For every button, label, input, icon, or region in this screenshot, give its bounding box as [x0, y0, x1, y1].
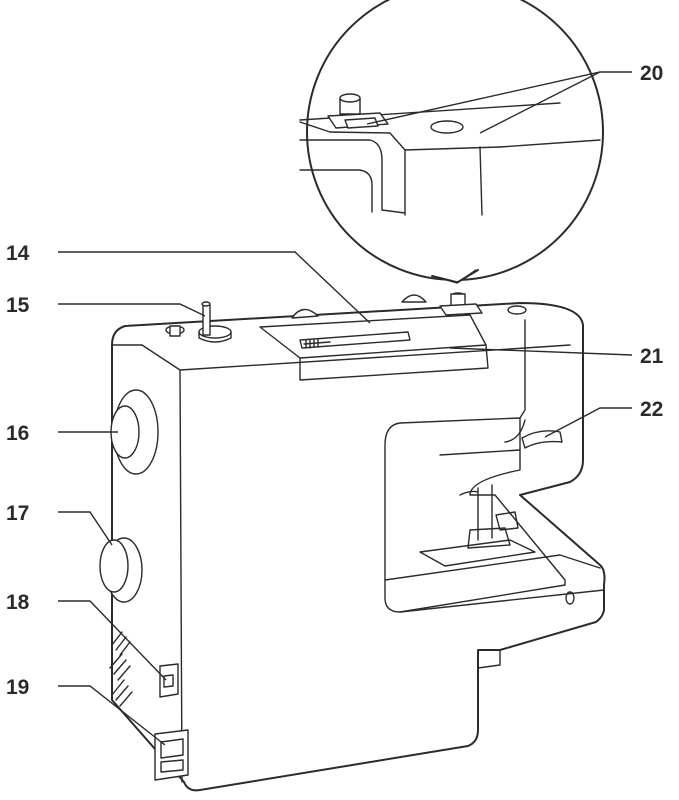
callout-19: 19 [6, 676, 29, 699]
callout-22: 22 [640, 398, 663, 421]
top-cover [165, 292, 527, 381]
leader-lines [58, 71, 633, 746]
callout-labels: 20 14 15 21 16 22 17 18 19 [6, 62, 664, 699]
vent-slots [109, 631, 133, 707]
callout-18: 18 [6, 591, 30, 614]
callout-14: 14 [6, 242, 30, 265]
zoom-detail [299, 0, 604, 284]
callout-21: 21 [640, 345, 664, 368]
power-switch [159, 663, 179, 698]
callout-17: 17 [6, 502, 29, 525]
machine-body [111, 302, 606, 792]
handwheel [110, 389, 159, 475]
power-socket [154, 729, 189, 781]
callout-20: 20 [640, 62, 663, 85]
callout-15: 15 [6, 294, 30, 317]
stitch-selector-knob [99, 537, 143, 603]
thread-take-up-lever [521, 430, 563, 449]
callout-16: 16 [6, 422, 29, 445]
